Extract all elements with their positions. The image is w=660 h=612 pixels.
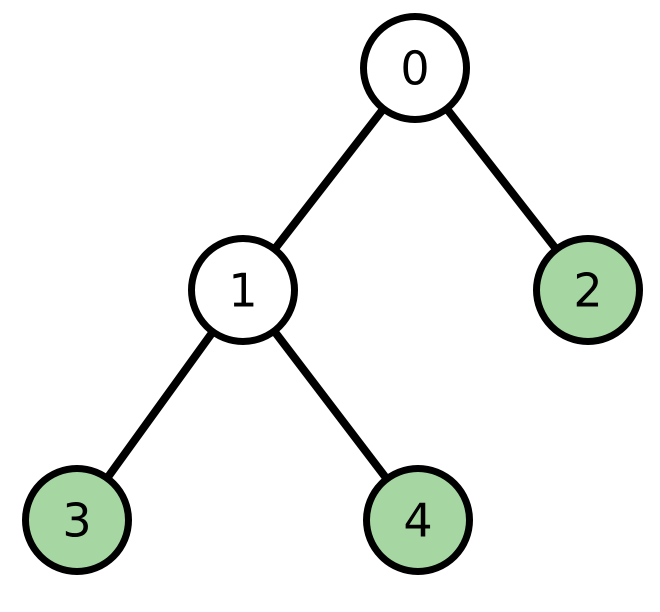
node-0: 0 xyxy=(360,13,470,123)
node-3: 3 xyxy=(22,465,132,575)
node-0-circle xyxy=(360,13,470,123)
node-1-circle xyxy=(188,235,298,345)
node-1: 1 xyxy=(188,235,298,345)
node-layer: 0 1 2 3 4 xyxy=(22,13,643,575)
node-2-circle xyxy=(533,235,643,345)
node-4-circle xyxy=(363,465,473,575)
node-3-circle xyxy=(22,465,132,575)
node-2: 2 xyxy=(533,235,643,345)
node-4: 4 xyxy=(363,465,473,575)
edge-layer xyxy=(73,65,592,523)
